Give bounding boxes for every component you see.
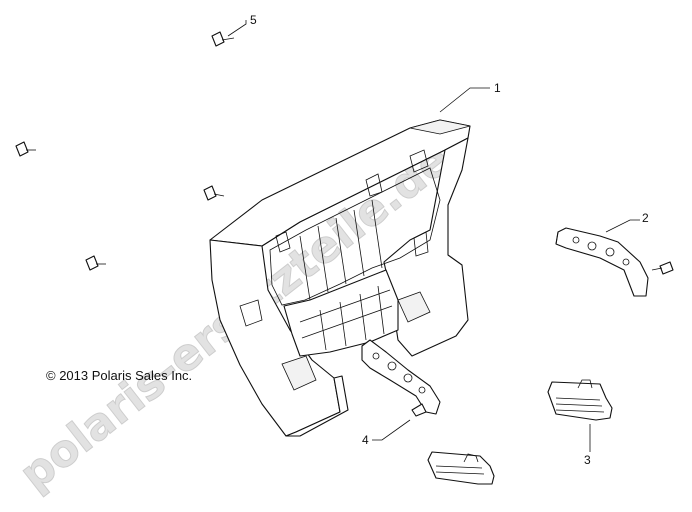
callout-part-1: 1 (494, 81, 501, 95)
bolt-part-4 (411, 403, 427, 417)
callout-part-5: 5 (250, 13, 257, 27)
bolt-part-2 (651, 261, 674, 275)
end-cap-part-3 (547, 379, 613, 421)
copyright-text: © 2013 Polaris Sales Inc. (46, 368, 192, 383)
leader-part-1 (439, 87, 490, 113)
callout-part-4: 4 (362, 433, 369, 447)
leader-part-5 (227, 20, 247, 37)
leader-part-4 (372, 419, 411, 441)
end-cap-lower (427, 451, 495, 485)
bolt-left-bottom (85, 255, 106, 271)
bolt-left-top (15, 141, 36, 157)
callout-part-3: 3 (584, 453, 591, 467)
callout-part-2: 2 (642, 211, 649, 225)
main-housing-part (209, 119, 471, 437)
bracket-part-2 (555, 227, 649, 297)
bracket-part-4 (361, 339, 441, 415)
bolt-left-middle (203, 185, 225, 201)
leader-part-2 (605, 219, 640, 233)
bolt-part-5 (211, 31, 235, 47)
